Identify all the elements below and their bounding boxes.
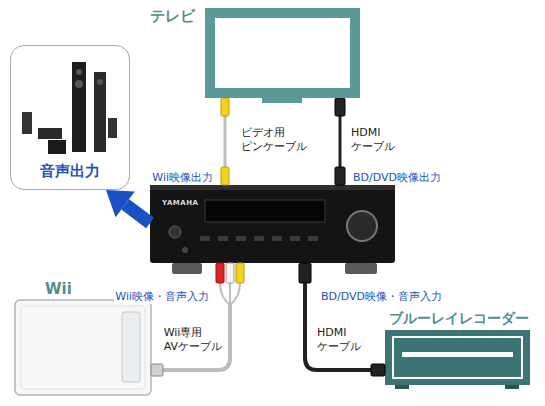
- signal-arrow: [106, 190, 150, 223]
- cable-line: [224, 116, 227, 167]
- wii-case: [15, 300, 151, 395]
- wii-slot: [122, 312, 140, 382]
- receiver-button: [308, 236, 318, 241]
- wii-body: [15, 300, 151, 395]
- node-text: Wii: [45, 280, 72, 298]
- receiver-button: [218, 236, 228, 241]
- subwoofer: [48, 140, 66, 154]
- recorder-foot: [505, 385, 519, 389]
- center-speaker: [38, 128, 62, 139]
- wii-panel: [21, 306, 145, 389]
- speaker-set: [22, 62, 117, 154]
- node-text: YAMAHA: [162, 199, 198, 207]
- port-label-holder: BD/DVD映像・音声入力: [320, 285, 443, 304]
- node-text: ブルーレイレコーダー: [389, 310, 529, 328]
- cable-connector: [335, 98, 345, 185]
- input-knob: [169, 226, 181, 238]
- tv-stand: [262, 98, 302, 103]
- cable-connector: [299, 263, 385, 376]
- receiver-button: [254, 236, 264, 241]
- tower-speaker: [94, 72, 106, 152]
- receiver-case: [150, 185, 395, 263]
- cable-line: [230, 283, 240, 305]
- port-label: BD/DVD映像出力: [352, 170, 442, 185]
- satellite-speaker: [108, 118, 117, 138]
- cable-line: [229, 283, 231, 305]
- recorder-foot: [395, 385, 409, 389]
- edge-label-holder: Wii専用 AVケーブル: [163, 326, 223, 355]
- cable-plug: [371, 364, 385, 376]
- headphone-jack: [182, 247, 188, 253]
- arrow-shaft: [125, 204, 150, 223]
- recorder-body: [385, 330, 530, 389]
- tv-set: テレビ: [205, 8, 360, 98]
- tower-speaker: [72, 62, 86, 152]
- cable-plug: [299, 263, 311, 283]
- speaker-cone: [75, 80, 83, 88]
- edge-label: HDMI ケーブル: [316, 326, 362, 355]
- edge-label-holder: HDMI ケーブル: [350, 126, 396, 155]
- node-text: テレビ: [150, 7, 195, 26]
- edge-label-holder: ビデオ用 ピンケーブル: [240, 126, 308, 155]
- receiver-button: [290, 236, 300, 241]
- cable-connector: [221, 98, 229, 185]
- receiver-display: [205, 200, 325, 222]
- receiver-foot: [345, 263, 377, 274]
- receiver-button: [236, 236, 246, 241]
- cable-plug: [216, 263, 224, 283]
- port-label: Wii映像出力: [151, 170, 214, 185]
- edge-label: Wii専用 AVケーブル: [163, 326, 223, 355]
- receiver-foot: [172, 263, 202, 274]
- port-label: BD/DVD映像・音声入力: [320, 289, 443, 304]
- cable-plug: [236, 263, 244, 283]
- cable-plug: [226, 263, 234, 283]
- cable-plug: [335, 167, 345, 185]
- satellite-speaker: [22, 112, 32, 134]
- cable-plug: [221, 98, 229, 116]
- edge-label: ビデオ用 ピンケーブル: [240, 126, 308, 155]
- cable-plug: [335, 98, 345, 116]
- recorder-tray: [402, 352, 513, 357]
- port-label-holder: Wii映像出力: [151, 166, 214, 185]
- wii-console: Wii: [15, 300, 151, 395]
- port-label: Wii映像・音声入力: [114, 289, 210, 304]
- cable-plug: [221, 167, 229, 185]
- cable-plug: [151, 364, 163, 376]
- cable-line: [220, 283, 230, 305]
- speaker-cone: [97, 79, 103, 85]
- bluray-recorder: ブルーレイレコーダー: [385, 330, 530, 385]
- receiver-body: [150, 185, 395, 274]
- edge-label: HDMI ケーブル: [350, 126, 396, 155]
- edge-label-holder: HDMI ケーブル: [316, 326, 362, 355]
- recorder-case: [385, 330, 530, 385]
- av-receiver: YAMAHA: [150, 185, 395, 263]
- receiver-top: [150, 185, 395, 190]
- arrow-head: [106, 190, 135, 217]
- port-label-holder: Wii映像・音声入力: [114, 285, 210, 304]
- speaker-panel: 音声出力: [10, 45, 130, 190]
- speaker-cone: [76, 69, 82, 75]
- recorder-panel: [393, 337, 522, 378]
- receiver-button: [272, 236, 282, 241]
- cable-connector: [151, 263, 244, 376]
- receiver-button: [200, 236, 210, 241]
- port-label-holder: BD/DVD映像出力: [352, 166, 442, 185]
- node-text: 音声出力: [40, 162, 100, 181]
- cable-line: [163, 305, 230, 370]
- volume-knob: [347, 211, 377, 241]
- cable-line: [339, 116, 342, 167]
